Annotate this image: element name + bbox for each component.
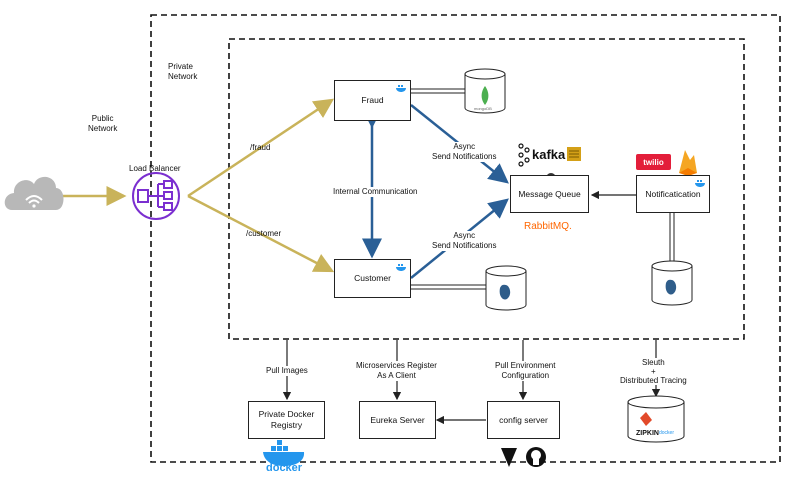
load-balancer-icon: [132, 172, 180, 220]
private-network-label: Private Network: [168, 62, 198, 81]
async-notify-top-label: Async Send Notifications: [432, 142, 497, 162]
zipkin-database-icon: [627, 395, 685, 443]
eureka-server-label: Eureka Server: [370, 414, 425, 425]
register-label: Microservices Register As A Client: [356, 361, 437, 381]
config-server[interactable]: config server: [487, 401, 560, 439]
fraud-service-label: Fraud: [361, 95, 384, 105]
notification-service-label: Notificatication: [645, 188, 701, 199]
kafka-logo-text: kafka: [532, 147, 566, 162]
postgres-database-icon-notification: [651, 260, 693, 306]
docker-logo-text: docker: [266, 462, 303, 474]
pull-images-label: Pull Images: [266, 366, 308, 376]
vault-icon: [501, 448, 517, 467]
zipkin-docker-text: docker: [659, 430, 675, 436]
twilio-logo: twilio: [636, 154, 671, 170]
github-icon: [526, 447, 546, 467]
firebase-icon: [679, 150, 697, 176]
fraud-service[interactable]: Fraud: [334, 80, 411, 121]
outer-network-boundary: [150, 14, 781, 463]
notification-service[interactable]: Notificatication: [636, 175, 710, 213]
rabbitmq-logo-text: RabbitMQ.: [524, 221, 572, 232]
public-network-label: Public Network: [88, 114, 118, 133]
docker-icon: [396, 85, 406, 92]
async-notify-bottom-label: Async Send Notifications: [432, 231, 497, 251]
private-docker-registry[interactable]: Private Docker Registry: [248, 401, 325, 439]
kafka-icon: [518, 143, 530, 167]
fraud-route-line: [187, 98, 335, 198]
pull-env-label: Pull Environment Configuration: [495, 361, 556, 381]
private-network-boundary: [228, 38, 745, 340]
internal-comm-label: Internal Communication: [333, 187, 418, 197]
mongodb-logo-text: mongoDB: [474, 106, 492, 111]
docker-icon: [695, 180, 705, 187]
config-server-label: config server: [499, 414, 548, 425]
customer-db-link: [411, 284, 486, 290]
customer-service[interactable]: Customer: [334, 259, 411, 298]
docker-registry-label: Private Docker Registry: [258, 409, 315, 430]
sleuth-label: Sleuth + Distributed Tracing: [620, 358, 687, 385]
zipkin-logo-text: ZIPKIN: [636, 430, 659, 437]
customer-route-label: /customer: [246, 229, 282, 238]
postgres-database-icon-customer: [485, 265, 527, 311]
fraud-route-label: /fraud: [250, 143, 271, 152]
docker-whale-icon: [263, 440, 305, 466]
fraud-db-link: [411, 88, 465, 94]
eureka-server[interactable]: Eureka Server: [359, 401, 436, 439]
load-balancer-label: Load Balancer: [129, 164, 181, 173]
message-queue-label: Message Queue: [518, 188, 581, 199]
message-queue[interactable]: Message Queue: [510, 175, 589, 213]
twilio-logo-text: twilio: [643, 157, 664, 167]
amazon-mq-icon: [567, 147, 581, 161]
docker-icon: [396, 264, 406, 271]
internet-cloud-icon: [4, 176, 64, 210]
customer-service-label: Customer: [354, 273, 391, 283]
notification-db-link: [669, 213, 675, 262]
mongodb-database-icon: [464, 68, 506, 114]
customer-route-line: [187, 194, 335, 273]
